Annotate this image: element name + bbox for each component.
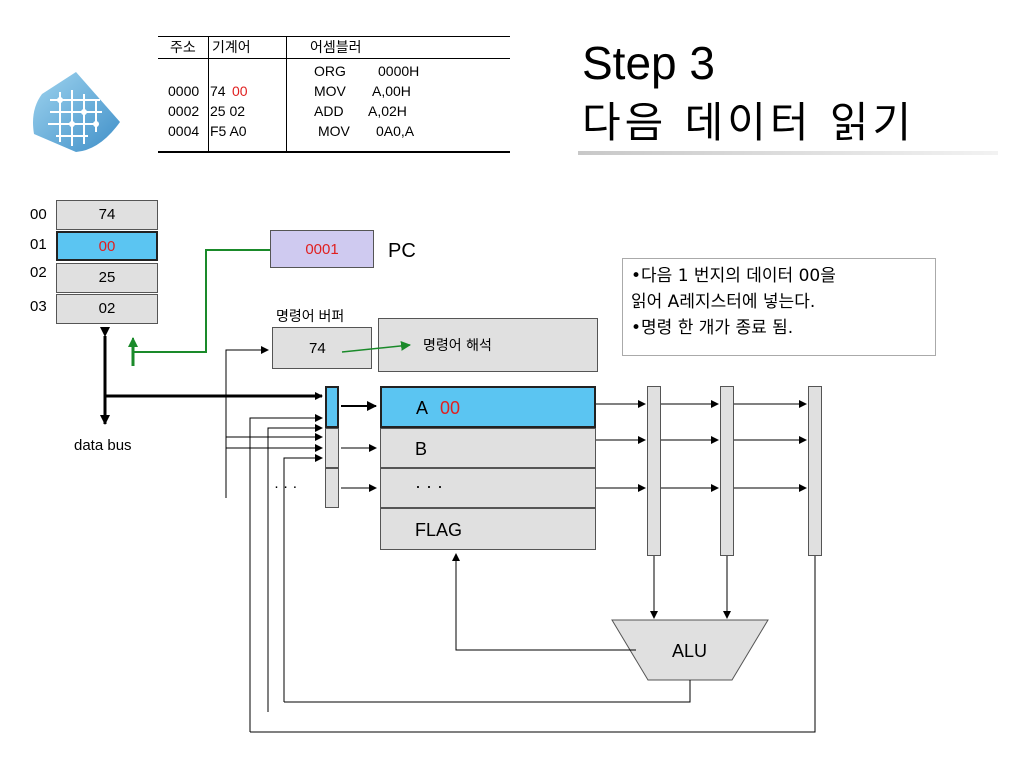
input-mux-segment [325, 468, 339, 508]
buffer-input-arrow [225, 346, 269, 498]
row-address: 0000 [168, 83, 200, 99]
input-mux-selected [325, 386, 339, 428]
register-flag-name: FLAG [415, 520, 463, 540]
memory-cell-00: 74 [56, 200, 158, 230]
row-operand: A,02H [368, 103, 407, 119]
register-a-name: A [416, 398, 428, 418]
row-address: 0002 [168, 103, 200, 119]
memory-cell-01-highlighted: 00 [56, 231, 158, 261]
memory-cell-02: 25 [56, 263, 158, 293]
instruction-buffer-value: 74 [309, 340, 326, 357]
row-machine-code: 25 02 [210, 103, 246, 119]
row-machine-code: 74 [210, 83, 230, 99]
input-mux-segment [325, 428, 339, 468]
column-divider [286, 37, 287, 151]
slide-title-step: Step 3 [582, 37, 715, 89]
row-operand: A,00H [372, 83, 411, 99]
table-row: 0002 25 02 ADD A,02H [158, 103, 510, 119]
header-assembler: 어셈블러 [310, 39, 362, 55]
column-divider [208, 37, 209, 151]
instruction-decoder-box: 명령어 해석 [378, 318, 598, 372]
register-more: · · · [380, 468, 596, 508]
instruction-decoder-label: 명령어 해석 [423, 338, 492, 354]
register-b: B [380, 428, 596, 468]
title-underline [578, 151, 998, 155]
register-more-ellipsis: · · · [415, 476, 443, 496]
note-line-2: 읽어 A레지스터에 넣는다. [631, 292, 816, 312]
input-ellipsis: · · · [274, 478, 298, 495]
note-line-3: •명령 한 개가 종료 됨. [631, 318, 794, 338]
program-counter-label: PC [388, 240, 416, 262]
register-b-name: B [415, 439, 428, 459]
output-bus-3 [808, 386, 822, 556]
row-operand: 0000H [378, 63, 420, 79]
row-mnemonic: MOV [318, 123, 350, 139]
memory-address-02: 02 [30, 264, 47, 281]
assembly-table: 주소 기계어 어셈블러 ORG 0000H 0000 74 00 MOV A,0… [158, 36, 510, 153]
table-header-divider [158, 58, 510, 59]
data-bus-label: data bus [74, 437, 132, 454]
program-counter-box: 0001 [270, 230, 374, 268]
memory-cell-03: 02 [56, 294, 158, 324]
circuit-logo-icon [33, 72, 120, 152]
register-a-value: 00 [440, 398, 461, 418]
row-machine-code: F5 A0 [210, 123, 247, 139]
row-operand: 0A0,A [376, 123, 415, 139]
instruction-buffer-box: 74 [272, 327, 372, 369]
slide-title-subtitle: 다음 데이터 읽기 [582, 98, 916, 147]
row-address: 0004 [168, 123, 200, 139]
memory-address-00: 00 [30, 206, 47, 223]
alu-label: ALU [672, 641, 708, 661]
instruction-buffer-label: 명령어 버퍼 [276, 308, 345, 324]
row-machine-code-operand: 00 [232, 83, 248, 99]
register-flag: FLAG [380, 508, 596, 550]
output-bus-1 [647, 386, 661, 556]
row-mnemonic: ORG [314, 63, 346, 79]
table-row: ORG 0000H [158, 63, 510, 79]
note-line-1: •다음 1 번지의 데이터 00을 [631, 266, 836, 286]
program-counter-value: 0001 [305, 241, 339, 258]
header-address: 주소 [170, 39, 196, 55]
row-mnemonic: ADD [314, 103, 344, 119]
output-bus-2 [720, 386, 734, 556]
register-a: A 00 [380, 386, 596, 428]
memory-address-01: 01 [30, 236, 47, 253]
table-row: 0004 F5 A0 MOV 0A0,A [158, 123, 510, 139]
row-mnemonic: MOV [314, 83, 346, 99]
table-row: 0000 74 00 MOV A,00H [158, 83, 510, 99]
memory-address-03: 03 [30, 298, 47, 315]
header-machine-code: 기계어 [212, 39, 251, 55]
explanation-note: •다음 1 번지의 데이터 00을 읽어 A레지스터에 넣는다. •명령 한 개… [622, 258, 936, 356]
